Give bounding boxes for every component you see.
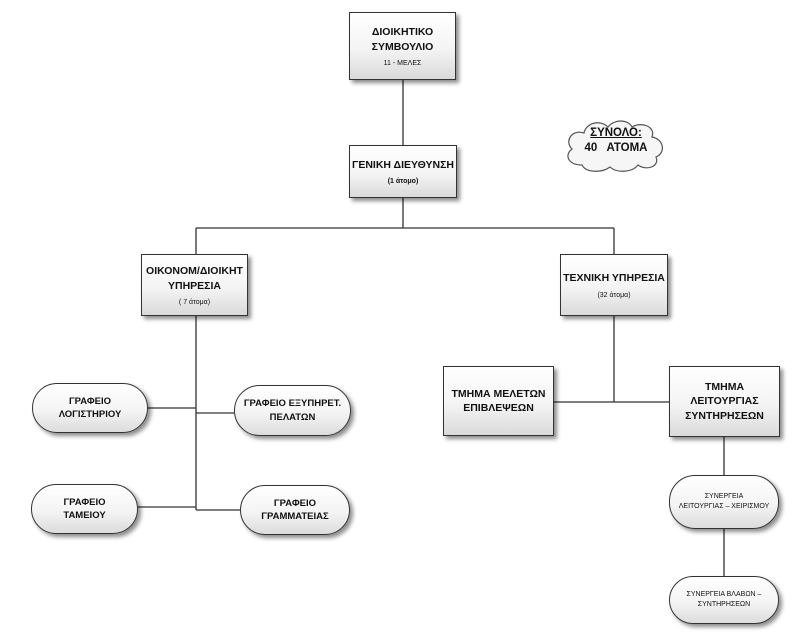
secretariat-office-label: ΓΡΑΦΕΙΟ ΓΡΑΜΜΑΤΕΙΑΣ — [261, 497, 329, 522]
accounting-office: ΓΡΑΦΕΙΟ ΛΟΓΙΣΤΗΡΙΟΥ — [32, 383, 148, 433]
general-management-node: ΓΕΝΙΚΗ ΔΙΕΥΘΥΝΣΗ (1 άτομο) — [349, 145, 457, 198]
repairs-crew-node: ΣΥΝΕΡΓΕΙΑ ΒΛΑΒΩΝ – ΣΥΝΤΗΡΗΣΕΩΝ — [669, 576, 779, 624]
cloud-shape — [567, 120, 663, 172]
technical-staff: (32 άτομα) — [597, 291, 631, 299]
admin-finance-node: ΟΙΚΟΝΟΜ/ΔΙΟΙΚΗΤ ΥΠΗΡΕΣΙΑ ( 7 άτομα) — [141, 254, 248, 316]
operations-department-node: ΤΜΗΜΑ ΛΕΙΤΟΥΡΓΙΑΣ ΣΥΝΤΗΡΗΣΕΩΝ — [669, 366, 780, 437]
treasury-office: ΓΡΑΦΕΙΟ ΤΑΜΕΙΟΥ — [31, 484, 138, 534]
admin-finance-title: ΟΙΚΟΝΟΜ/ΔΙΟΙΚΗΤ ΥΠΗΡΕΣΙΑ — [146, 265, 243, 292]
total-value: 40 ΑΤΟΜΑ — [584, 141, 648, 154]
technical-title: ΤΕΧΝΙΚΗ ΥΠΗΡΕΣΙΑ — [563, 272, 665, 285]
repairs-crew-label: ΣΥΝΕΡΓΕΙΑ ΒΛΑΒΩΝ – ΣΥΝΤΗΡΗΣΕΩΝ — [686, 590, 762, 608]
customer-service-office-label: ΓΡΑΦΕΙΟ ΕΞΥΠΗΡΕΤ. ΠΕΛΑΤΩΝ — [243, 398, 342, 423]
operation-crew-label: ΣΥΝΕΡΓΕΙΑ ΛΕΙΤΟΥΡΓΙΑΣ – ΧΕΙΡΙΣΜΟΥ — [678, 492, 770, 510]
general-management-title: ΓΕΝΙΚΗ ΔΙΕΥΘΥΝΣΗ — [352, 158, 454, 171]
total-label: ΣΥΝΟΛΟ: — [590, 127, 642, 139]
treasury-office-label: ΓΡΑΦΕΙΟ ΤΑΜΕΙΟΥ — [63, 496, 106, 521]
admin-finance-staff: ( 7 άτομα) — [178, 298, 211, 306]
operations-department-label: ΤΜΗΜΑ ΛΕΙΤΟΥΡΓΙΑΣ ΣΥΝΤΗΡΗΣΕΩΝ — [685, 381, 764, 422]
board-title: ΔΙΟΙΚΗΤΙΚΟ ΣΥΜΒΟΥΛΙΟ — [371, 26, 434, 53]
accounting-office-label: ΓΡΑΦΕΙΟ ΛΟΓΙΣΤΗΡΙΟΥ — [58, 395, 122, 420]
board-node: ΔΙΟΙΚΗΤΙΚΟ ΣΥΜΒΟΥΛΙΟ 11 - ΜΕΛΕΣ — [349, 12, 456, 80]
secretariat-office: ΓΡΑΦΕΙΟ ΓΡΑΜΜΑΤΕΙΑΣ — [240, 485, 350, 535]
customer-service-office: ΓΡΑΦΕΙΟ ΕΞΥΠΗΡΕΤ. ΠΕΛΑΤΩΝ — [234, 385, 351, 436]
studies-department-label: ΤΜΗΜΑ ΜΕΛΕΤΩΝ ΕΠΙΒΛΕΨΕΩΝ — [451, 387, 546, 414]
technical-node: ΤΕΧΝΙΚΗ ΥΠΗΡΕΣΙΑ (32 άτομα) — [560, 254, 668, 316]
board-members: 11 - ΜΕΛΕΣ — [383, 59, 422, 67]
studies-department-node: ΤΜΗΜΑ ΜΕΛΕΤΩΝ ΕΠΙΒΛΕΨΕΩΝ — [443, 366, 554, 436]
operation-crew-node: ΣΥΝΕΡΓΕΙΑ ΛΕΙΤΟΥΡΓΙΑΣ – ΧΕΙΡΙΣΜΟΥ — [669, 475, 779, 529]
general-management-staff: (1 άτομο) — [387, 178, 419, 186]
total-summary: ΣΥΝΟΛΟ: 40 ΑΤΟΜΑ — [560, 126, 672, 156]
